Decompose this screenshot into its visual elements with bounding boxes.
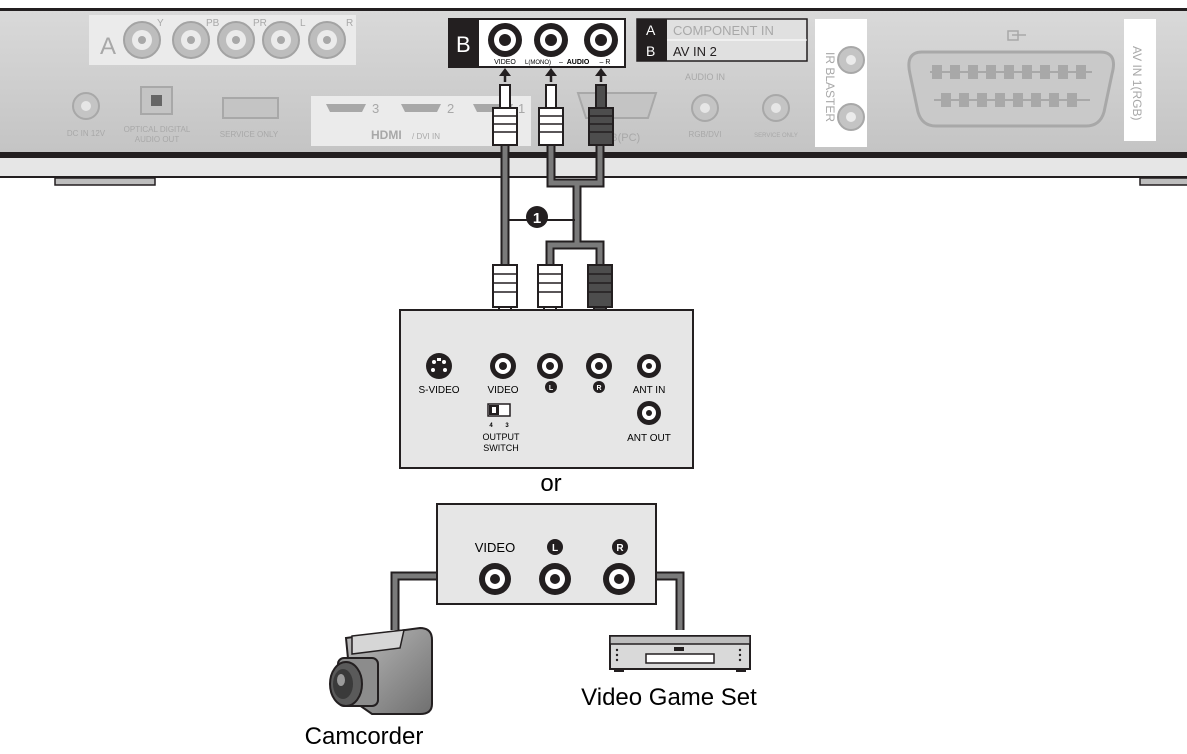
- scart-connector: AV IN 1(RGB): [907, 19, 1156, 141]
- video-plug-top: [492, 68, 518, 146]
- vcr-panel: S-VIDEO VIDEO L R 4 3 OUTPUT SWITCH ANT …: [399, 309, 694, 469]
- legend-a-text: COMPONENT IN: [673, 23, 774, 38]
- vcr-video-label: VIDEO: [487, 385, 518, 396]
- vcr-l-badge: L: [549, 385, 554, 392]
- game-console-icon: [609, 635, 751, 672]
- tv-rear-panel: A Y PB PR L R B: [0, 8, 1187, 186]
- optical-label-1: OPTICAL DIGITAL: [124, 125, 191, 134]
- camcorder-label: Camcorder: [305, 723, 424, 750]
- audio-in-label: AUDIO IN: [685, 72, 725, 82]
- av2-video-label: VIDEO: [494, 59, 516, 66]
- vcr-r-badge: R: [596, 385, 601, 392]
- switch-4-label: 4: [489, 423, 493, 429]
- up-arrow-icon: [595, 68, 607, 76]
- av-in-2-group: B VIDEO L(MONO) – AUDIO – R: [448, 18, 626, 68]
- av-l-badge: L: [552, 543, 558, 554]
- hdmi-3-label: 3: [372, 101, 379, 116]
- scart-label: AV IN 1(RGB): [1130, 46, 1144, 120]
- output-switch-label-2: SWITCH: [483, 443, 519, 453]
- game-set-label: Video Game Set: [581, 684, 757, 711]
- callout-badge: 1: [526, 206, 548, 228]
- component-label-a: A: [100, 33, 116, 60]
- av2-r-label: – R: [600, 59, 611, 66]
- hdmi-2-label: 2: [447, 101, 454, 116]
- av2-sep-label: –: [559, 59, 563, 66]
- hdmi-logo: HDMI: [371, 128, 402, 142]
- audio-l-jack-icon: [534, 23, 568, 57]
- rgb-dvi-label: RGB/DVI: [689, 130, 722, 139]
- component-in-group: A Y PB PR L R: [89, 15, 356, 65]
- s-video-label: S-VIDEO: [418, 385, 459, 396]
- up-arrow-icon: [499, 68, 511, 76]
- av2-label-b: B: [456, 32, 471, 57]
- s-video-jack-icon: [426, 353, 452, 379]
- legend-key-a: A: [646, 22, 656, 38]
- ant-in-label: ANT IN: [633, 385, 666, 396]
- service-port: SERVICE ONLY: [220, 97, 279, 139]
- jack-l-label: L: [300, 18, 306, 29]
- legend-key-b: B: [646, 43, 655, 59]
- ant-in-jack-icon: [637, 354, 661, 378]
- output-switch[interactable]: [487, 403, 511, 417]
- jack-r-label: R: [346, 18, 353, 29]
- or-text: or: [540, 470, 561, 497]
- av-video-label: VIDEO: [475, 540, 515, 555]
- dc-in-jack: DC IN 12V: [67, 92, 106, 138]
- rgb-dvi-audio-jack: RGB/DVI: [689, 94, 722, 139]
- output-switch-label-1: OUTPUT: [483, 432, 521, 442]
- ant-out-label: ANT OUT: [627, 433, 671, 444]
- service-only-small-label: SERVICE ONLY: [754, 133, 798, 139]
- ir-blaster-group: IR BLASTER: [815, 19, 867, 147]
- av-video-jack-icon: [479, 563, 511, 595]
- vcr-audio-l-jack-icon: [537, 353, 563, 379]
- input-legend: A B COMPONENT IN AV IN 2: [636, 18, 808, 62]
- service-jack: SERVICE ONLY: [754, 94, 798, 139]
- callout-number: 1: [533, 210, 541, 227]
- av-cable: 1: [492, 68, 614, 338]
- dc-in-label: DC IN 12V: [67, 129, 106, 138]
- vcr-audio-r-jack-icon: [586, 353, 612, 379]
- jack-pr-label: PR: [253, 18, 267, 29]
- vcr-video-jack-icon: [490, 353, 516, 379]
- audio-l-plug-top: [538, 68, 564, 146]
- av2-l-label: L(MONO): [525, 60, 551, 66]
- audio-r-jack-icon: [584, 23, 618, 57]
- service-only-label: SERVICE ONLY: [220, 130, 279, 139]
- optical-label-2: AUDIO OUT: [135, 135, 180, 144]
- optical-out-jack: OPTICAL DIGITAL AUDIO OUT: [124, 86, 191, 144]
- av2-audio-label: AUDIO: [567, 59, 590, 66]
- av-r-badge: R: [616, 543, 624, 554]
- av-output-panel: VIDEO L R: [390, 503, 685, 630]
- legend-b-text: AV IN 2: [673, 44, 717, 59]
- jack-pb-label: PB: [206, 18, 220, 29]
- ir-blaster-label: IR BLASTER: [823, 52, 837, 122]
- hdmi-1-label: 1: [518, 101, 525, 116]
- camcorder-icon: [329, 626, 433, 715]
- av-audio-r-jack-icon: [603, 563, 635, 595]
- jack-y-label: Y: [157, 18, 164, 29]
- switch-3-label: 3: [505, 423, 509, 429]
- av-audio-l-jack-icon: [539, 563, 571, 595]
- audio-r-plug-top: [588, 68, 614, 146]
- video-jack-icon: [488, 23, 522, 57]
- hdmi-dvi-label: / DVI IN: [412, 132, 440, 141]
- up-arrow-icon: [545, 68, 557, 76]
- ant-out-jack-icon: [637, 401, 661, 425]
